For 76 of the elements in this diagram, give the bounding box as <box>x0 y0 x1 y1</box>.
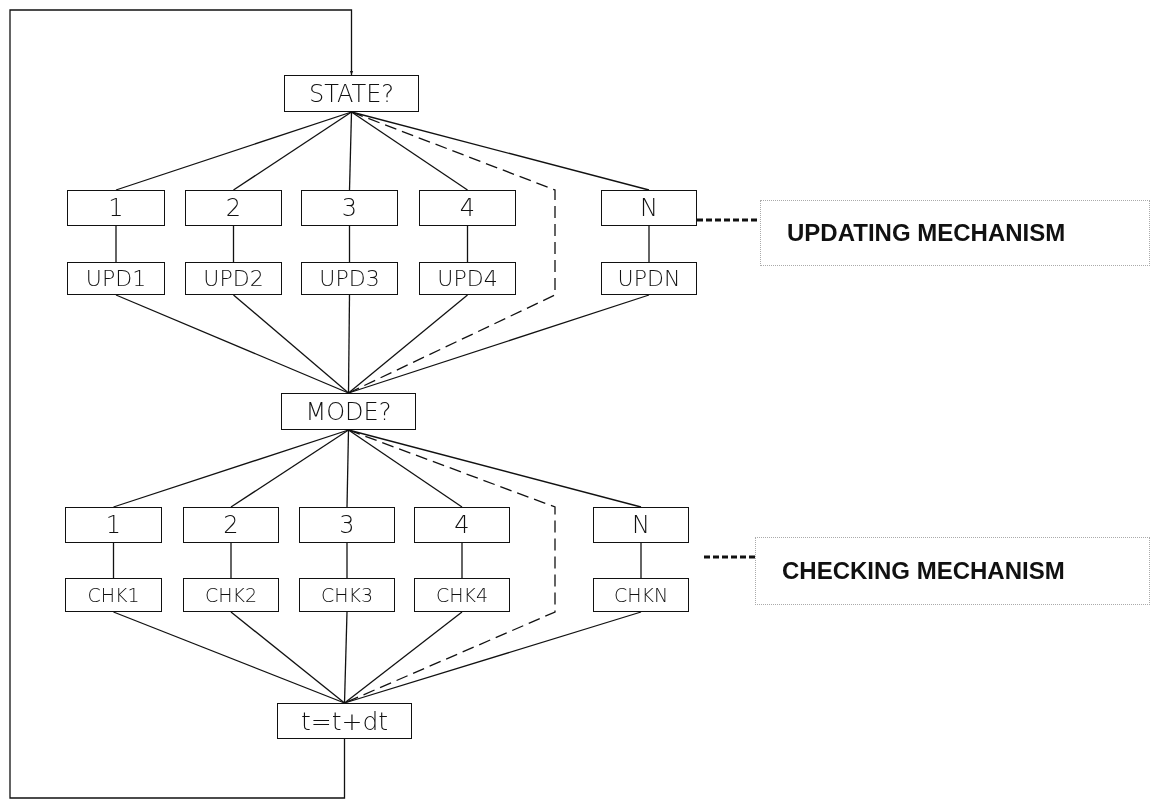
box-label: N <box>640 196 658 220</box>
process-box <box>185 262 282 295</box>
box-label: 3 <box>341 196 358 220</box>
box-label: 1 <box>108 196 124 220</box>
leader-line <box>704 555 755 559</box>
process-box <box>67 190 165 226</box>
connector-line <box>112 542 115 579</box>
connector-line <box>347 111 556 394</box>
process-box <box>301 190 398 226</box>
connector-line <box>466 225 469 263</box>
process-box <box>593 578 689 612</box>
process-box <box>183 507 279 543</box>
connector-line <box>347 294 351 394</box>
process-box <box>419 190 516 226</box>
process-box <box>601 262 697 295</box>
process-box <box>281 393 416 430</box>
process-box <box>301 262 398 295</box>
box-label: 2 <box>225 196 242 220</box>
connector-line <box>232 225 235 263</box>
process-box <box>299 578 395 612</box>
connector-line <box>230 542 232 579</box>
connector-line <box>343 611 348 704</box>
process-box <box>65 578 162 612</box>
annotation-label: UPDATING MECHANISM <box>787 221 1066 245</box>
connector-line <box>350 111 469 191</box>
box-label: STATE? <box>308 81 395 106</box>
box-label: UPD1 <box>85 267 147 290</box>
process-box <box>65 507 162 543</box>
box-label: 2 <box>223 513 239 537</box>
process-box <box>414 578 510 612</box>
connector-line <box>230 611 346 704</box>
box-label: 4 <box>454 513 470 537</box>
connector-line <box>232 294 350 394</box>
box-label: t=t+dt <box>300 708 389 734</box>
connector-line <box>348 111 353 191</box>
box-label: 4 <box>459 196 476 220</box>
process-box <box>414 507 510 543</box>
box-label: CHKN <box>613 585 669 605</box>
box-label: 3 <box>339 513 355 537</box>
process-box <box>593 507 689 543</box>
box-label: UPD3 <box>319 267 380 290</box>
box-label: MODE? <box>305 399 392 424</box>
annotation-label: CHECKING MECHANISM <box>782 559 1065 583</box>
box-label: UPD2 <box>203 267 264 290</box>
box-label: N <box>632 513 650 537</box>
box-label: 1 <box>105 513 122 537</box>
connector-line <box>343 611 463 704</box>
connector-line <box>348 225 351 263</box>
note-box <box>760 200 1150 266</box>
process-box <box>185 190 282 226</box>
connector-line <box>115 225 117 263</box>
box-label: UPD4 <box>437 267 498 290</box>
process-box <box>183 578 279 612</box>
connector-line <box>347 429 463 508</box>
connector-line <box>230 429 350 508</box>
connector-line <box>347 294 469 394</box>
process-box <box>277 703 412 739</box>
connector-line <box>232 111 353 191</box>
note-box <box>755 537 1150 605</box>
connector-line <box>648 225 650 263</box>
box-label: CHK2 <box>204 585 258 605</box>
arrow <box>9 9 354 799</box>
box-label: CHK3 <box>320 585 374 605</box>
box-label: CHK1 <box>87 585 140 605</box>
connector-line <box>461 542 463 579</box>
process-box <box>601 190 697 226</box>
process-box <box>299 507 395 543</box>
connector-line <box>640 542 642 579</box>
connector-line <box>346 429 350 508</box>
process-box <box>419 262 516 295</box>
process-box <box>67 262 165 295</box>
connector-line <box>346 542 348 579</box>
process-box <box>284 75 419 112</box>
leader-line <box>697 218 760 222</box>
box-label: UPDN <box>617 267 681 290</box>
box-label: CHK4 <box>435 585 489 605</box>
